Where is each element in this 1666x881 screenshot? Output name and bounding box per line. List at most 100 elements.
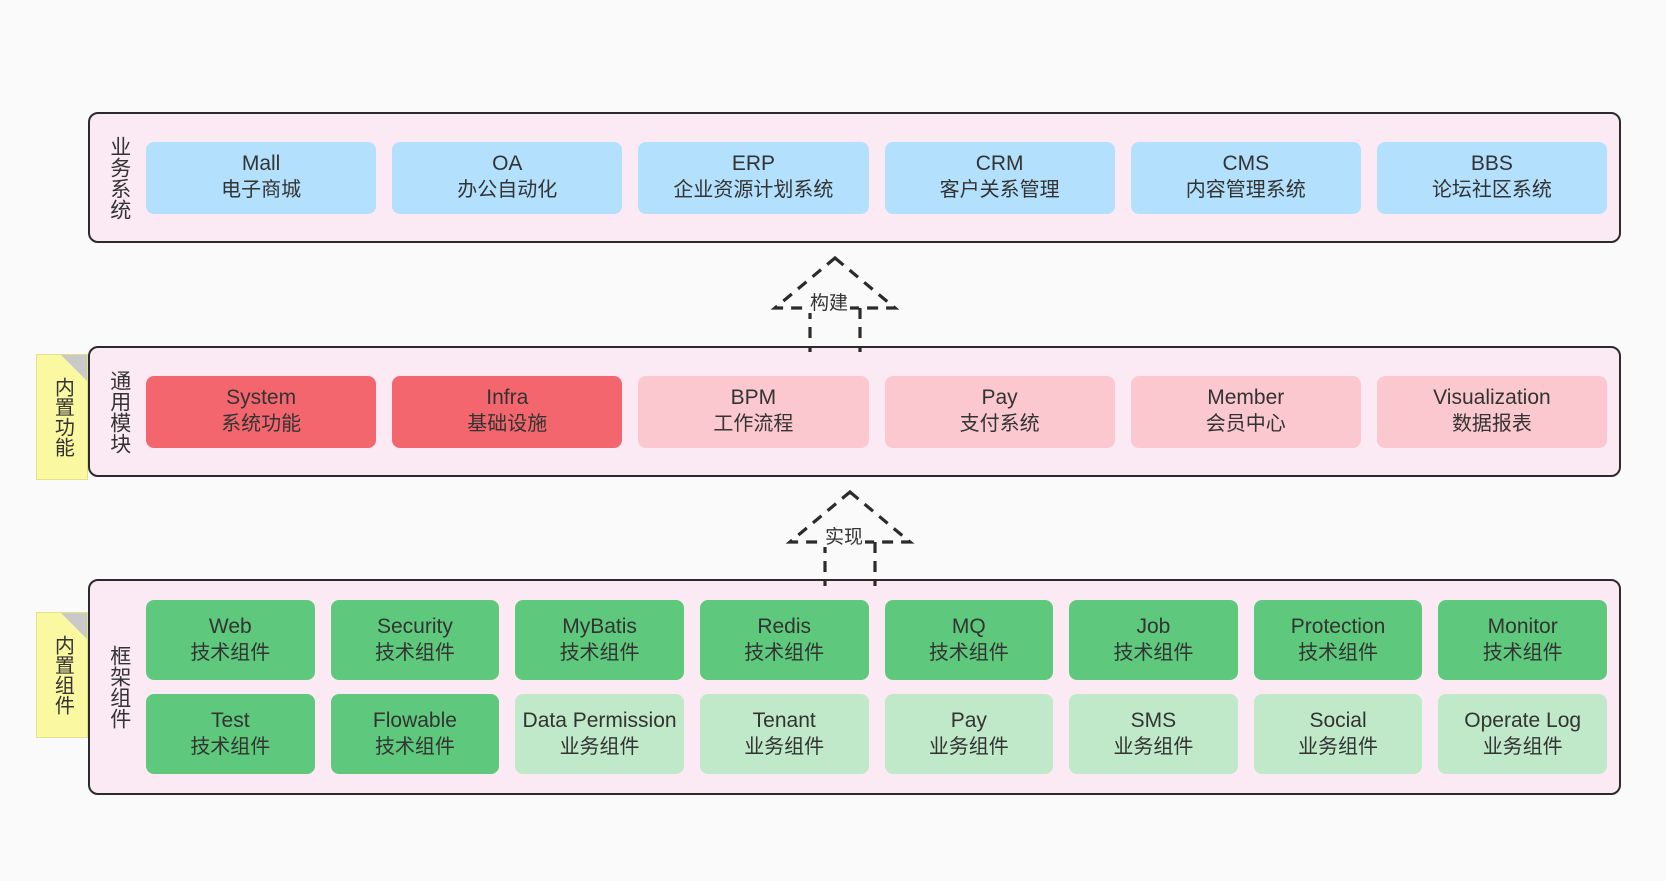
- node-subtitle: 技术组件: [928, 641, 1009, 664]
- node-title: System: [226, 386, 297, 410]
- node-oa[interactable]: OA 办公自动化: [392, 141, 623, 214]
- node-subtitle: 业务组件: [744, 735, 825, 758]
- node-subtitle: 基础设施: [467, 413, 548, 436]
- node-title: MyBatis: [562, 614, 637, 638]
- connector-build: 构建: [750, 252, 920, 352]
- node-erp[interactable]: ERP 企业资源计划系统: [638, 141, 869, 214]
- node-title: Member: [1207, 386, 1285, 410]
- layer-framework-component: 框架组件 Web 技术组件 Security 技术组件 MyBatis 技术组件…: [88, 579, 1621, 795]
- node-title: Social: [1309, 708, 1367, 732]
- layer-title-common-module: 通用模块: [107, 369, 131, 454]
- node-subtitle: 技术组件: [374, 735, 455, 758]
- node-title: Infra: [486, 386, 529, 410]
- node-redis[interactable]: Redis 技术组件: [699, 600, 869, 680]
- node-title: Test: [211, 708, 250, 732]
- node-subtitle: 技术组件: [1113, 641, 1194, 664]
- node-subtitle: 办公自动化: [457, 179, 558, 202]
- connector-label-implement: 实现: [823, 527, 866, 548]
- layer-title-framework-component: 框架组件: [107, 645, 131, 729]
- node-job[interactable]: Job 技术组件: [1069, 600, 1238, 680]
- node-crm[interactable]: CRM 客户关系管理: [884, 141, 1115, 214]
- node-pay[interactable]: Pay 支付系统: [884, 375, 1115, 448]
- node-row: Mall 电子商城 OA 办公自动化 ERP 企业资源计划系统 CRM 客户关系…: [146, 141, 1608, 214]
- node-title: Pay: [950, 708, 987, 732]
- node-subtitle: 业务组件: [559, 735, 640, 758]
- node-subtitle: 技术组件: [374, 641, 455, 664]
- node-subtitle: 客户关系管理: [939, 179, 1060, 202]
- node-title: Web: [208, 614, 252, 638]
- node-subtitle: 数据报表: [1451, 413, 1532, 436]
- node-subtitle: 支付系统: [959, 413, 1040, 436]
- sticky-note-label: 内置组件: [51, 635, 74, 715]
- node-subtitle: 企业资源计划系统: [673, 179, 834, 202]
- node-bbs[interactable]: BBS 论坛社区系统: [1376, 141, 1608, 214]
- node-subtitle: 技术组件: [190, 641, 271, 664]
- node-protection[interactable]: Protection 技术组件: [1253, 600, 1423, 680]
- node-member[interactable]: Member 会员中心: [1130, 375, 1361, 448]
- node-subtitle: 业务组件: [1113, 735, 1194, 758]
- layer-title-business-system: 业务系统: [107, 135, 131, 220]
- page-fold-icon: [61, 613, 87, 639]
- node-infra[interactable]: Infra 基础设施: [392, 375, 623, 448]
- connector-label-build: 构建: [808, 293, 851, 314]
- node-pay-business[interactable]: Pay 业务组件: [884, 694, 1054, 774]
- node-system[interactable]: System 系统功能: [146, 375, 377, 448]
- node-title: MQ: [951, 614, 986, 638]
- node-mq[interactable]: MQ 技术组件: [884, 600, 1054, 680]
- layer-body-business-system: Mall 电子商城 OA 办公自动化 ERP 企业资源计划系统 CRM 客户关系…: [146, 124, 1608, 231]
- node-title: Redis: [757, 614, 812, 638]
- node-cms[interactable]: CMS 内容管理系统: [1130, 141, 1361, 214]
- node-subtitle: 业务组件: [928, 735, 1009, 758]
- connector-implement: 实现: [765, 486, 935, 586]
- node-row: Web 技术组件 Security 技术组件 MyBatis 技术组件 Redi…: [146, 600, 1607, 680]
- node-title: Protection: [1290, 614, 1386, 638]
- layer-body-common-module: System 系统功能 Infra 基础设施 BPM 工作流程 Pay 支付系统…: [146, 358, 1608, 465]
- node-title: CMS: [1222, 152, 1270, 176]
- node-title: ERP: [731, 152, 776, 176]
- node-mybatis[interactable]: MyBatis 技术组件: [515, 600, 684, 680]
- sticky-note-builtin-function: 内置功能: [36, 354, 88, 480]
- node-subtitle: 内容管理系统: [1185, 179, 1306, 202]
- node-title: OA: [492, 152, 523, 176]
- layer-common-module: 通用模块 System 系统功能 Infra 基础设施 BPM 工作流程 Pay…: [88, 346, 1621, 477]
- node-title: BPM: [730, 386, 777, 410]
- node-subtitle: 论坛社区系统: [1431, 179, 1552, 202]
- node-test[interactable]: Test 技术组件: [146, 694, 315, 774]
- node-title: CRM: [975, 152, 1024, 176]
- node-subtitle: 电子商城: [221, 179, 302, 202]
- page-fold-icon: [61, 355, 87, 381]
- node-title: Data Permission: [522, 708, 677, 732]
- node-row: Test 技术组件 Flowable 技术组件 Data Permission …: [146, 694, 1607, 774]
- node-security[interactable]: Security 技术组件: [330, 600, 500, 680]
- node-title: Pay: [981, 386, 1018, 410]
- node-web[interactable]: Web 技术组件: [146, 600, 315, 680]
- node-subtitle: 会员中心: [1205, 413, 1286, 436]
- node-flowable[interactable]: Flowable 技术组件: [330, 694, 500, 774]
- node-title: Mall: [241, 152, 281, 176]
- node-subtitle: 业务组件: [1482, 735, 1563, 758]
- node-title: Monitor: [1487, 614, 1558, 638]
- sticky-note-builtin-component: 内置组件: [36, 612, 88, 738]
- node-title: Operate Log: [1464, 708, 1582, 732]
- node-subtitle: 技术组件: [744, 641, 825, 664]
- node-title: Tenant: [752, 708, 816, 732]
- layer-business-system: 业务系统 Mall 电子商城 OA 办公自动化 ERP 企业资源计划系统 CRM…: [88, 112, 1621, 243]
- node-monitor[interactable]: Monitor 技术组件: [1438, 600, 1607, 680]
- node-title: Security: [377, 614, 453, 638]
- node-subtitle: 技术组件: [190, 735, 271, 758]
- node-subtitle: 技术组件: [1298, 641, 1379, 664]
- node-subtitle: 技术组件: [1482, 641, 1563, 664]
- node-visualization[interactable]: Visualization 数据报表: [1376, 375, 1608, 448]
- node-sms[interactable]: SMS 业务组件: [1069, 694, 1238, 774]
- node-bpm[interactable]: BPM 工作流程: [638, 375, 869, 448]
- node-row: System 系统功能 Infra 基础设施 BPM 工作流程 Pay 支付系统…: [146, 375, 1608, 448]
- node-title: BBS: [1470, 152, 1513, 176]
- node-mall[interactable]: Mall 电子商城: [146, 141, 377, 214]
- node-social[interactable]: Social 业务组件: [1253, 694, 1423, 774]
- node-tenant[interactable]: Tenant 业务组件: [699, 694, 869, 774]
- node-operate-log[interactable]: Operate Log 业务组件: [1438, 694, 1607, 774]
- layer-body-framework-component: Web 技术组件 Security 技术组件 MyBatis 技术组件 Redi…: [146, 591, 1607, 783]
- node-data-permission[interactable]: Data Permission 业务组件: [515, 694, 684, 774]
- node-title: Flowable: [372, 708, 457, 732]
